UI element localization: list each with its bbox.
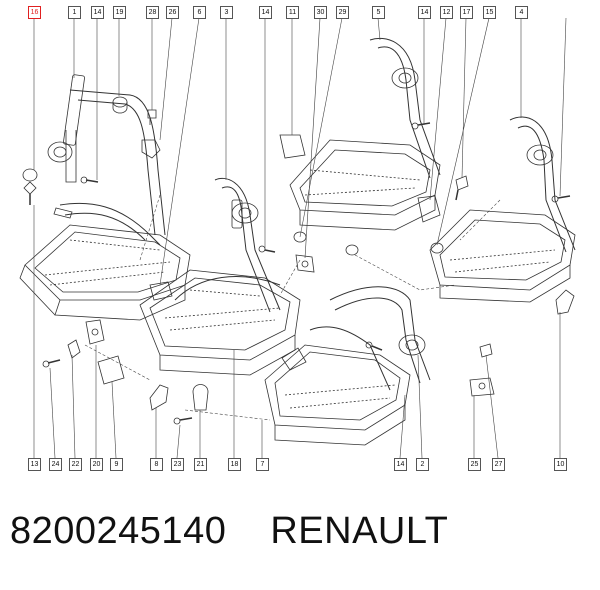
callout-bottom-2: 24 <box>49 458 62 471</box>
seat-belt-right <box>509 116 576 315</box>
center-left-small-parts <box>42 319 209 425</box>
callout-top-6: 26 <box>166 6 179 19</box>
callout-top-10: 11 <box>286 6 299 19</box>
seat-base-center-left <box>139 269 301 376</box>
callout-top-13: 5 <box>372 6 385 19</box>
callout-top-14: 14 <box>418 6 431 19</box>
seat-belt-bottom-center <box>281 286 495 397</box>
brand-name: RENAULT <box>270 510 449 552</box>
seat-base-left <box>19 224 191 321</box>
callout-top-8: 3 <box>220 6 233 19</box>
leader-lines <box>33 17 567 459</box>
callout-top-16: 17 <box>460 6 473 19</box>
callout-top-15: 12 <box>440 6 453 19</box>
callout-bottom-10: 7 <box>256 458 269 471</box>
seat-belt-center-left <box>149 177 281 313</box>
part-caption: 8200245140 RENAULT <box>10 510 448 553</box>
callout-bottom-13: 25 <box>468 458 481 471</box>
seat-base-right <box>429 209 576 303</box>
callout-bottom-9: 18 <box>228 458 241 471</box>
assembly-dashed-lines <box>84 194 501 421</box>
callout-bottom-15: 10 <box>554 458 567 471</box>
callout-top-2: 1 <box>68 6 81 19</box>
callout-bottom-1: 13 <box>28 458 41 471</box>
callout-bottom-4: 20 <box>90 458 103 471</box>
callout-top-7: 6 <box>193 6 206 19</box>
callout-bottom-7: 23 <box>171 458 184 471</box>
callout-bottom-5: 9 <box>110 458 123 471</box>
callout-top-12: 29 <box>336 6 349 19</box>
callout-top-1: 16 <box>28 6 41 19</box>
left-small-parts <box>22 96 161 219</box>
callout-bottom-11: 14 <box>394 458 407 471</box>
callout-bottom-14: 27 <box>492 458 505 471</box>
callout-top-3: 14 <box>91 6 104 19</box>
callout-top-17: 15 <box>483 6 496 19</box>
seat-base-bottom-center <box>264 344 411 446</box>
seat-base-top-center <box>289 139 441 231</box>
seat-belt-left <box>47 74 166 246</box>
callout-bottom-6: 8 <box>150 458 163 471</box>
part-number: 8200245140 <box>10 510 227 552</box>
callout-top-11: 30 <box>314 6 327 19</box>
callout-top-4: 19 <box>113 6 126 19</box>
callout-top-18: 4 <box>515 6 528 19</box>
callout-bottom-12: 2 <box>416 458 429 471</box>
callout-bottom-8: 21 <box>194 458 207 471</box>
seat-belt-top-center <box>279 37 469 273</box>
callout-bottom-3: 22 <box>69 458 82 471</box>
callout-top-5: 28 <box>146 6 159 19</box>
callout-top-9: 14 <box>259 6 272 19</box>
